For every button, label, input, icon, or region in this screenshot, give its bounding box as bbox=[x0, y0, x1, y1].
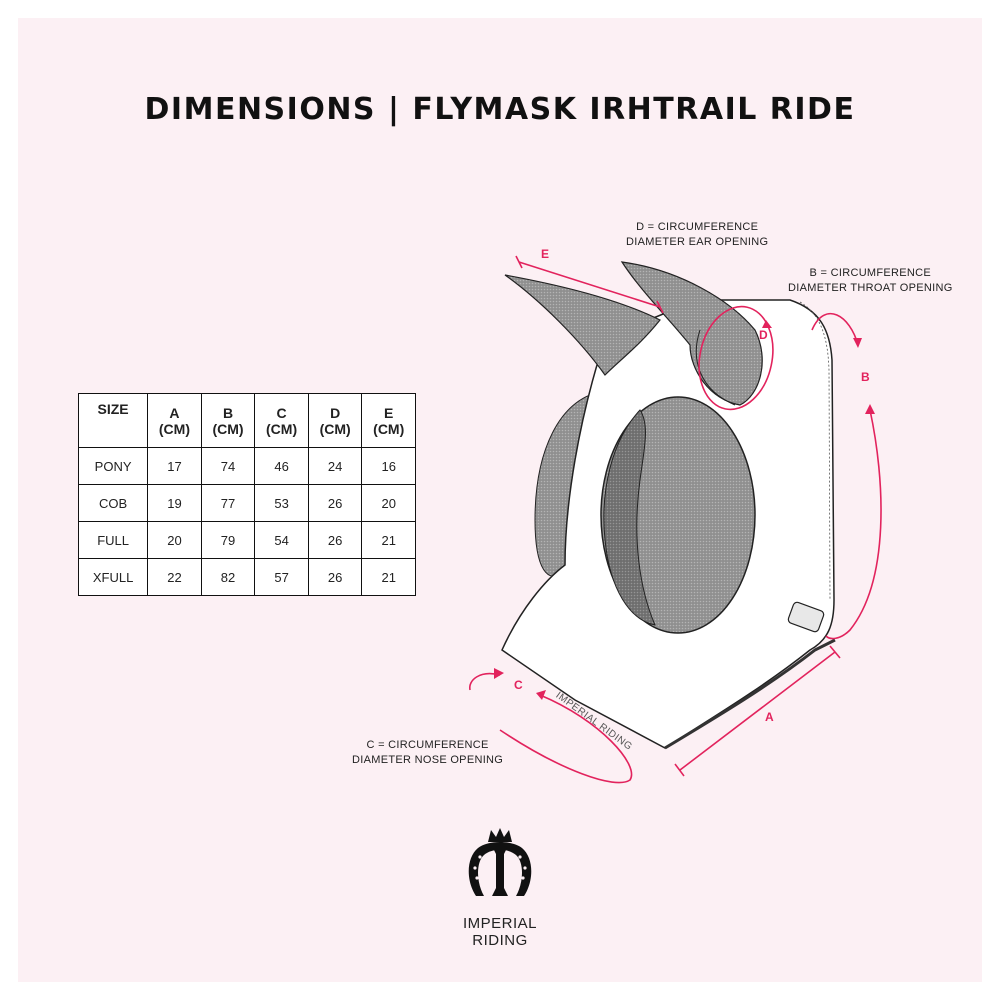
dimension-e-tick bbox=[656, 300, 664, 314]
dimension-d-arrowhead bbox=[762, 320, 772, 328]
dimension-d-circle bbox=[698, 305, 774, 411]
dimension-label-e: E bbox=[541, 247, 550, 261]
value-e-cell: 16 bbox=[361, 447, 416, 485]
dimension-a-line bbox=[679, 651, 836, 771]
header-e: E(CM) bbox=[361, 393, 416, 448]
dimension-label-c: C bbox=[514, 678, 523, 692]
value-b-cell: 82 bbox=[200, 558, 256, 596]
dimension-a-tick bbox=[674, 763, 685, 777]
left-ear bbox=[504, 274, 661, 376]
dimension-b-arrowhead bbox=[853, 338, 862, 348]
dimension-label-a: A bbox=[765, 710, 774, 724]
dimension-a-tick bbox=[829, 645, 841, 659]
value-a-cell: 20 bbox=[147, 521, 202, 559]
header-a: A(CM) bbox=[147, 393, 202, 448]
dimension-b-arc-top bbox=[811, 312, 859, 346]
dimension-c-arrowhead bbox=[536, 690, 546, 700]
brand-logo: IMPERIAL RIDING bbox=[450, 826, 550, 949]
value-c-cell: 53 bbox=[254, 484, 309, 522]
mask-edge-stitch bbox=[799, 301, 831, 601]
dimension-e-line bbox=[518, 261, 661, 308]
value-c-cell: 54 bbox=[254, 521, 309, 559]
dimension-b-arc-bottom bbox=[825, 409, 882, 640]
horseshoe-crown-logo-icon bbox=[468, 828, 532, 896]
header-size: SIZE bbox=[77, 393, 149, 448]
logo-text: IMPERIAL RIDING bbox=[462, 915, 538, 949]
value-c-cell: 57 bbox=[254, 558, 309, 596]
table-header-row: SIZE A(CM) B(CM) C(CM) D(CM) E(CM) bbox=[77, 393, 416, 448]
table-row: XFULL 22 82 57 26 21 bbox=[77, 558, 416, 596]
value-a-cell: 22 bbox=[147, 558, 202, 596]
value-d-cell: 26 bbox=[307, 484, 363, 522]
size-cell: XFULL bbox=[77, 558, 149, 596]
value-e-cell: 21 bbox=[361, 521, 416, 559]
dimension-c-arrowhead bbox=[494, 668, 504, 679]
note-c: C = CIRCUMFERENCE DIAMETER NOSE OPENING bbox=[352, 739, 504, 766]
dimension-label-d: D bbox=[759, 328, 768, 342]
nose-band bbox=[664, 638, 836, 750]
right-ear-fold bbox=[695, 329, 736, 406]
table-row: PONY 17 74 46 24 16 bbox=[77, 447, 416, 485]
size-table: SIZE A(CM) B(CM) C(CM) D(CM) E(CM) PONY … bbox=[77, 393, 416, 596]
dimension-c-arc-bottom bbox=[499, 694, 633, 784]
value-a-cell: 19 bbox=[147, 484, 202, 522]
dimension-b-arrowhead bbox=[865, 404, 875, 414]
page-title: DIMENSIONS | FLYMASK IRHTRAIL RIDE bbox=[144, 92, 856, 127]
header-d: D(CM) bbox=[307, 393, 363, 448]
value-e-cell: 21 bbox=[361, 558, 416, 596]
header-c: C(CM) bbox=[254, 393, 309, 448]
value-d-cell: 26 bbox=[307, 558, 363, 596]
dimension-e-tick bbox=[515, 255, 523, 269]
right-ear bbox=[620, 261, 763, 406]
note-d: D = CIRCUMFERENCE DIAMETER EAR OPENING bbox=[626, 221, 769, 248]
note-b: B = CIRCUMFERENCE DIAMETER THROAT OPENIN… bbox=[788, 267, 953, 294]
buckle bbox=[787, 601, 825, 633]
near-eye-shade bbox=[603, 409, 656, 626]
dimension-label-b: B bbox=[861, 370, 870, 384]
